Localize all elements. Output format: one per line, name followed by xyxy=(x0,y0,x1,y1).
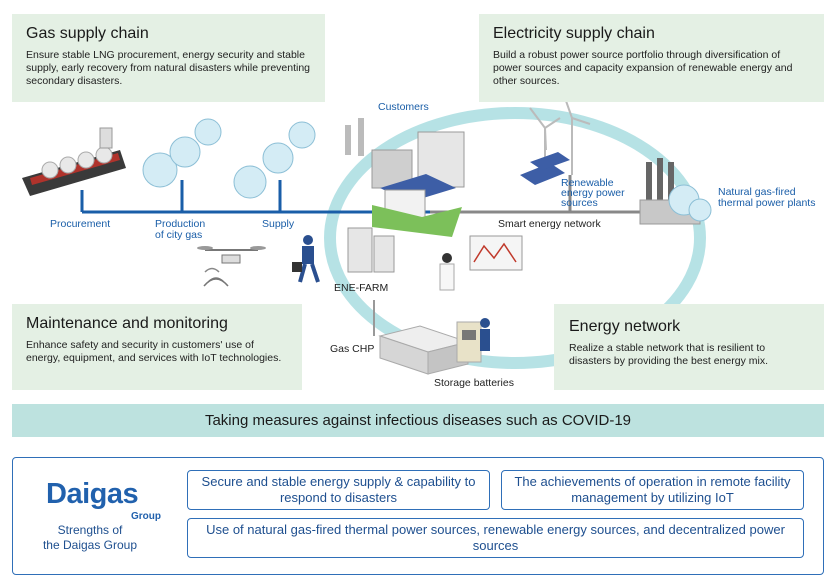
label-customers: Customers xyxy=(378,101,429,113)
energy-network-text: Realize a stable network that is resilie… xyxy=(569,342,769,367)
gas-tank-icon xyxy=(142,118,316,199)
label-procurement: Procurement xyxy=(50,218,111,230)
electricity-supply-chain-title: Electricity supply chain xyxy=(493,25,655,42)
label-production-city-gas: Production of city gas xyxy=(155,218,206,241)
gas-supply-chain-text: Ensure stable LNG procurement, energy se… xyxy=(26,49,311,87)
customers-buildings-icon xyxy=(345,118,465,237)
daigas-logo: Daigas Group xyxy=(46,478,161,522)
label-ene-farm: ENE-FARM xyxy=(334,282,389,294)
monitoring-engineer-icon xyxy=(439,235,523,291)
label-storage-batteries: Storage batteries xyxy=(434,377,514,389)
electricity-supply-chain-text: Build a robust power source portfolio th… xyxy=(493,49,793,87)
strength-stable-supply: Secure and stable energy supply & capabi… xyxy=(187,470,490,510)
label-supply: Supply xyxy=(262,218,295,230)
label-smart-energy-network: Smart energy network xyxy=(498,218,601,230)
energy-network-title: Energy network xyxy=(569,318,681,335)
label-gas-chp: Gas CHP xyxy=(330,343,375,355)
strengths-panel xyxy=(12,457,824,575)
storage-battery-icon xyxy=(456,318,490,363)
gas-pipeline xyxy=(80,175,660,214)
gas-chp-icon xyxy=(373,300,470,375)
maintenance-worker-icon xyxy=(292,235,320,283)
logo-group-text: Group xyxy=(131,511,161,522)
electricity-supply-chain-box: Electricity supply chain Build a robust … xyxy=(479,14,824,102)
maintenance-monitoring-title: Maintenance and monitoring xyxy=(26,315,228,332)
drone-icon xyxy=(197,246,266,287)
strength-power-sources: Use of natural gas-fired thermal power s… xyxy=(187,518,804,558)
energy-network-box: Energy network Realize a stable network … xyxy=(554,304,824,390)
logo-wordmark: Daigas xyxy=(46,478,139,510)
ene-farm-icon xyxy=(347,227,395,273)
lng-tanker-icon xyxy=(22,127,126,196)
gas-supply-chain-box: Gas supply chain Ensure stable LNG procu… xyxy=(12,14,325,102)
wifi-icon xyxy=(204,267,220,273)
covid-measures-banner: Taking measures against infectious disea… xyxy=(12,404,824,437)
strength-remote-iot: The achievements of operation in remote … xyxy=(501,470,804,510)
gas-supply-chain-title: Gas supply chain xyxy=(26,25,149,42)
energy-network-ring xyxy=(324,107,706,369)
label-thermal-power-plants: Natural gas-fired thermal power plants xyxy=(718,186,816,209)
maintenance-monitoring-box: Maintenance and monitoring Enhance safet… xyxy=(12,304,302,390)
maintenance-monitoring-text: Enhance safety and security in customers… xyxy=(26,339,282,364)
label-renewable-sources: Renewable energy power sources xyxy=(561,177,625,209)
thermal-power-plant-icon xyxy=(639,158,712,225)
logo-tagline: Strengths of the Daigas Group xyxy=(42,523,138,552)
renewable-energy-icon xyxy=(520,97,591,185)
